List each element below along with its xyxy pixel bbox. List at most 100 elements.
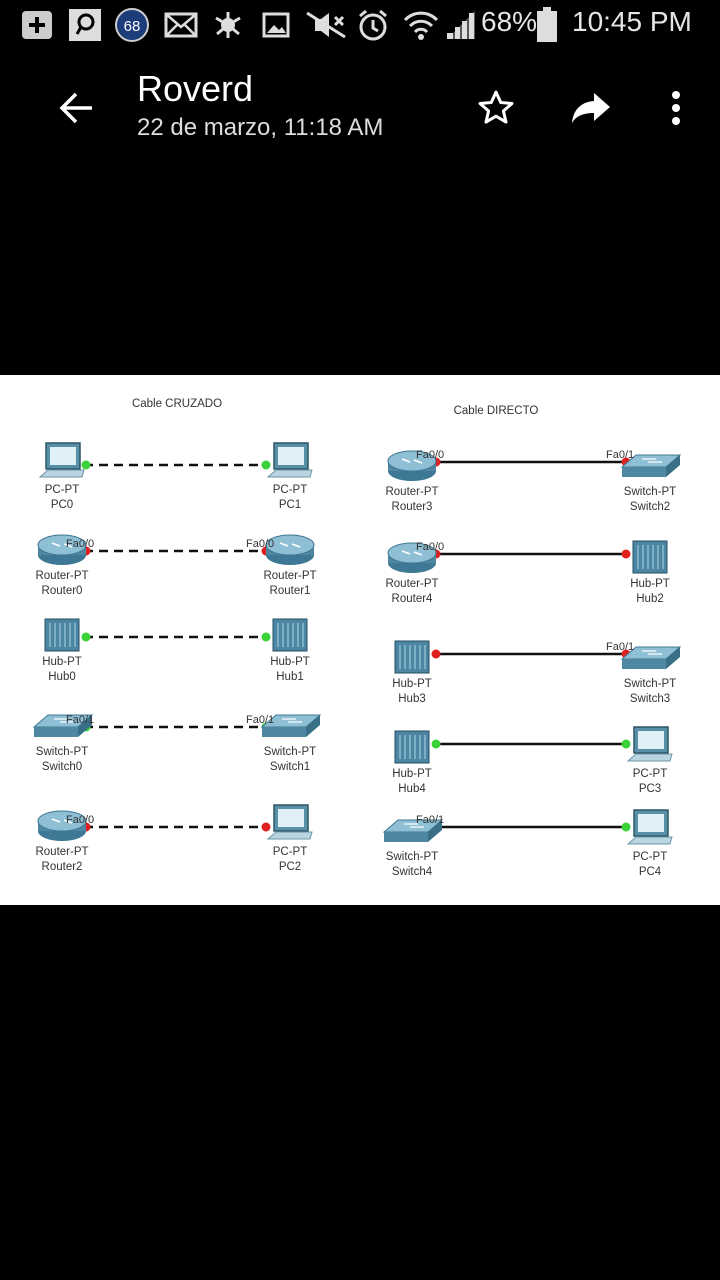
link-status-dot — [431, 739, 441, 749]
device-name-label: Hub2 — [636, 593, 664, 605]
mail-icon — [163, 8, 199, 42]
link-status-dot — [261, 822, 271, 832]
device-name-label: PC4 — [639, 866, 662, 878]
device-type-label: Router-PT — [35, 846, 88, 858]
device-type-label: Hub-PT — [42, 656, 82, 668]
device-name-label: Hub1 — [276, 671, 304, 683]
device-type-label: PC-PT — [273, 484, 308, 496]
more-vert-icon[interactable] — [646, 78, 706, 138]
pc0-device-icon — [38, 442, 85, 478]
device-type-label: Switch-PT — [264, 746, 316, 758]
device-name-label: Hub4 — [398, 783, 426, 795]
device-name-label: Router1 — [270, 585, 311, 597]
share-icon[interactable] — [561, 78, 621, 138]
link-status-dot — [261, 460, 271, 470]
network-diagram: Cable CRUZADO Cable DIRECTO PC-PTPC0PC-P… — [32, 398, 682, 878]
port-label: Fa0/0 — [416, 449, 444, 461]
device-type-label: PC-PT — [273, 846, 308, 858]
device-type-label: Router-PT — [35, 570, 88, 582]
device-type-label: Router-PT — [385, 578, 438, 590]
link-status-dot — [621, 739, 631, 749]
device-name-label: Switch2 — [630, 501, 670, 513]
device-type-label: PC-PT — [633, 768, 668, 780]
router1-device-icon — [265, 534, 315, 565]
add-icon — [20, 8, 54, 42]
right-title: Cable DIRECTO — [454, 405, 539, 417]
device-type-label: Hub-PT — [392, 768, 432, 780]
port-label: Fa0/1 — [416, 814, 444, 826]
badge-68-icon: 68 — [113, 8, 151, 42]
star-icon[interactable] — [466, 78, 526, 138]
device-type-label: PC-PT — [45, 484, 80, 496]
hub0-device-icon — [44, 618, 80, 652]
link-status-dot — [621, 822, 631, 832]
switch0-device-icon — [32, 714, 94, 737]
wifi-icon — [401, 8, 441, 42]
device-name-label: Switch4 — [392, 866, 433, 878]
left-title: Cable CRUZADO — [132, 398, 222, 410]
port-label: Fa0/1 — [246, 714, 274, 726]
port-label: Fa0/1 — [606, 641, 634, 653]
search-app-icon — [67, 8, 103, 42]
device-type-label: Switch-PT — [386, 851, 438, 863]
device-type-label: Hub-PT — [392, 678, 432, 690]
device-type-label: Switch-PT — [624, 486, 676, 498]
switch3-device-icon — [620, 646, 682, 669]
device-name-label: Switch1 — [270, 761, 310, 773]
clock: 10:45 PM — [572, 6, 692, 37]
status-bar: 68 68% 10:45 PM — [0, 0, 720, 52]
hub4-device-icon — [394, 730, 430, 764]
device-name-label: Router2 — [42, 861, 83, 873]
signal-icon — [444, 8, 478, 42]
router2-device-icon — [37, 810, 87, 841]
pc1-device-icon — [266, 442, 313, 478]
hub1-device-icon — [272, 618, 308, 652]
image-icon — [261, 8, 291, 42]
port-label: Fa0/0 — [66, 814, 94, 826]
port-label: Fa0/1 — [66, 714, 94, 726]
battery-percent: 68% — [481, 6, 538, 37]
switch1-device-icon — [260, 714, 322, 737]
device-name-label: Hub3 — [398, 693, 426, 705]
device-type-label: Switch-PT — [624, 678, 676, 690]
app-bar: Roverd 22 de marzo, 11:18 AM — [0, 52, 720, 162]
pc3-device-icon — [626, 726, 673, 762]
alarm-icon — [355, 8, 391, 42]
message-date: 22 de marzo, 11:18 AM — [137, 114, 384, 141]
device-name-label: Router3 — [392, 501, 433, 513]
device-type-label: Router-PT — [385, 486, 438, 498]
port-label: Fa0/0 — [416, 541, 444, 553]
battery-icon — [534, 7, 560, 42]
device-name-label: PC3 — [639, 783, 661, 795]
device-type-label: Switch-PT — [36, 746, 88, 758]
notification-count: 68 — [124, 18, 141, 35]
link-status-dot — [81, 632, 91, 642]
switch4-device-icon — [382, 819, 444, 842]
link-status-dot — [621, 549, 631, 559]
device-type-label: Hub-PT — [630, 578, 670, 590]
back-arrow-icon[interactable] — [48, 80, 104, 136]
switch2-device-icon — [620, 454, 682, 477]
device-name-label: PC1 — [279, 499, 301, 511]
link-status-dot — [261, 632, 271, 642]
port-label: Fa0/1 — [606, 449, 634, 461]
router4-device-icon — [387, 542, 437, 573]
router0-device-icon — [37, 534, 87, 565]
pc4-device-icon — [626, 809, 673, 845]
port-label: Fa0/0 — [66, 538, 94, 550]
device-name-label: PC0 — [51, 499, 73, 511]
conversation-title: Roverd — [137, 68, 254, 109]
port-label: Fa0/0 — [246, 538, 274, 550]
link-status-dot — [81, 460, 91, 470]
device-type-label: PC-PT — [633, 851, 668, 863]
hub3-device-icon — [394, 640, 430, 674]
device-name-label: PC2 — [279, 861, 301, 873]
mute-icon — [302, 8, 350, 42]
device-name-label: Switch3 — [630, 693, 670, 705]
device-name-label: Hub0 — [48, 671, 76, 683]
device-name-label: Router0 — [42, 585, 83, 597]
usb-icon — [210, 8, 246, 42]
pc2-device-icon — [266, 804, 313, 840]
device-type-label: Router-PT — [263, 570, 316, 582]
